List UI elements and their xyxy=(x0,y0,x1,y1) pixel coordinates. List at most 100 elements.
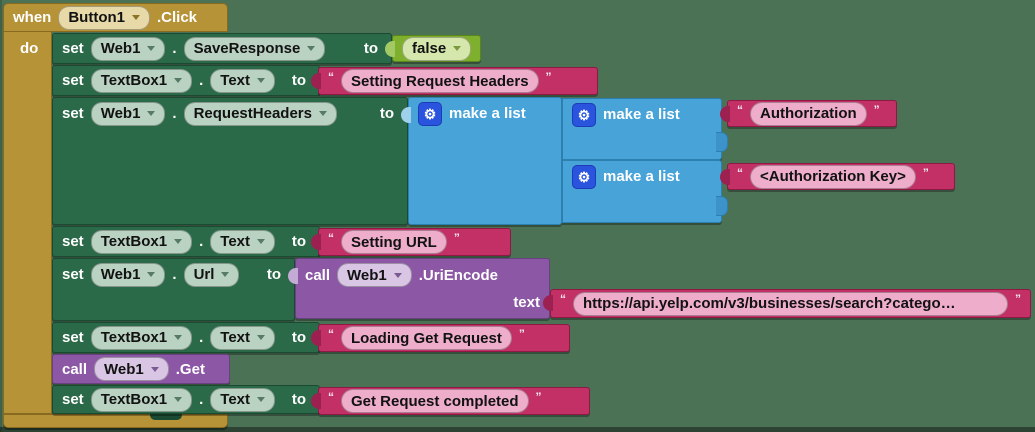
dropdown-arrow-icon xyxy=(147,272,156,277)
dropdown-arrow-icon xyxy=(132,15,140,20)
set-keyword: set xyxy=(62,72,84,89)
gear-icon[interactable]: ⚙ xyxy=(572,164,596,189)
dropdown-arrow-icon xyxy=(307,46,316,51)
gear-icon[interactable]: ⚙ xyxy=(418,101,442,126)
event-component-dropdown[interactable]: Button1 xyxy=(58,5,150,30)
property-dropdown[interactable]: Url xyxy=(183,262,240,287)
dot-separator: . xyxy=(172,105,177,122)
property-dropdown[interactable]: SaveResponse xyxy=(183,36,326,61)
do-keyword: do xyxy=(20,40,39,57)
call-keyword: call xyxy=(62,360,88,378)
when-event-header[interactable]: when Button1 .Click xyxy=(3,3,228,32)
component-dropdown[interactable]: TextBox1 xyxy=(90,68,193,93)
property-dropdown[interactable]: Text xyxy=(210,387,276,412)
dropdown-arrow-icon xyxy=(174,335,183,340)
text-string-block-authorization[interactable]: “ Authorization ” xyxy=(720,100,897,127)
component-name: TextBox1 xyxy=(100,391,168,408)
dropdown-arrow-icon xyxy=(174,78,183,83)
dot-separator: . xyxy=(199,391,204,408)
property-dropdown[interactable]: Text xyxy=(210,229,276,254)
set-textbox1-text-block-1[interactable]: set TextBox1 . Text to xyxy=(52,65,320,96)
false-logic-block[interactable]: false xyxy=(384,35,482,62)
component-dropdown[interactable]: Web1 xyxy=(337,263,412,287)
component-dropdown[interactable]: TextBox1 xyxy=(90,229,193,254)
string-field[interactable]: https://api.yelp.com/v3/businesses/searc… xyxy=(573,291,1008,316)
open-quote: “ xyxy=(737,103,743,117)
component-dropdown[interactable]: TextBox1 xyxy=(90,325,193,350)
to-keyword: to xyxy=(291,391,306,408)
to-keyword: to xyxy=(291,329,306,346)
set-textbox1-text-block-2[interactable]: set TextBox1 . Text to xyxy=(52,226,320,257)
set-keyword: set xyxy=(62,233,84,250)
dropdown-arrow-icon xyxy=(318,111,327,116)
empty-socket-knob xyxy=(716,196,728,216)
text-string-block-completed[interactable]: “ Get Request completed ” xyxy=(311,387,590,415)
dropdown-arrow-icon xyxy=(174,397,183,402)
component-dropdown[interactable]: Web1 xyxy=(90,36,166,61)
property-dropdown[interactable]: Text xyxy=(210,68,276,93)
dot-separator: . xyxy=(172,266,177,283)
call-web1-get-block[interactable]: call Web1 .Get xyxy=(52,354,230,384)
text-string-block-headers[interactable]: “ Setting Request Headers ” xyxy=(311,67,598,95)
open-quote: “ xyxy=(328,231,334,245)
string-field[interactable]: Loading Get Request xyxy=(341,326,512,350)
dropdown-arrow-icon xyxy=(393,272,402,278)
dropdown-arrow-icon xyxy=(174,239,183,244)
make-a-list-inner-block-1[interactable]: ⚙ make a list xyxy=(562,98,722,160)
set-keyword: set xyxy=(62,40,84,57)
dot-separator: . xyxy=(172,40,177,57)
gear-icon[interactable]: ⚙ xyxy=(572,102,596,127)
open-quote: “ xyxy=(328,327,334,341)
string-field[interactable]: <Authorization Key> xyxy=(750,164,916,189)
set-textbox1-text-block-3[interactable]: set TextBox1 . Text to xyxy=(52,322,320,353)
open-quote: “ xyxy=(560,292,566,306)
property-dropdown[interactable]: RequestHeaders xyxy=(183,101,337,126)
set-web1-saveresponse-block[interactable]: set Web1 . SaveResponse to xyxy=(52,33,392,64)
set-web1-url-block[interactable]: set Web1 . Url to xyxy=(52,258,295,321)
component-name: Web1 xyxy=(100,40,141,57)
component-dropdown[interactable]: TextBox1 xyxy=(90,387,193,412)
component-dropdown[interactable]: Web1 xyxy=(90,101,166,126)
logic-value: false xyxy=(412,40,447,57)
when-bottom-bar xyxy=(3,414,228,428)
component-dropdown[interactable]: Web1 xyxy=(94,357,169,381)
dropdown-arrow-icon xyxy=(147,46,156,51)
string-field[interactable]: Setting URL xyxy=(341,230,447,254)
property-name: Url xyxy=(193,266,215,283)
property-dropdown[interactable]: Text xyxy=(210,325,276,350)
text-string-block-loading[interactable]: “ Loading Get Request ” xyxy=(311,324,570,352)
text-string-block-auth-key[interactable]: “ <Authorization Key> ” xyxy=(720,163,955,190)
when-do-column[interactable]: do xyxy=(3,32,52,414)
set-keyword: set xyxy=(62,329,84,346)
property-name: Text xyxy=(220,233,251,250)
component-dropdown[interactable]: Web1 xyxy=(90,262,166,287)
close-quote: ” xyxy=(922,166,929,180)
text-string-block-url[interactable]: “ https://api.yelp.com/v3/businesses/sea… xyxy=(543,289,1031,318)
text-string-block-setting-url[interactable]: “ Setting URL ” xyxy=(311,228,511,256)
call-keyword: call xyxy=(305,266,331,284)
to-keyword: to xyxy=(363,40,378,57)
logic-value-dropdown[interactable]: false xyxy=(402,36,472,61)
open-quote: “ xyxy=(328,390,334,404)
next-connector-notch xyxy=(150,414,182,420)
make-a-list-outer-block[interactable]: ⚙ make a list xyxy=(401,97,562,225)
dot-separator: . xyxy=(199,72,204,89)
empty-socket-knob xyxy=(716,132,728,152)
dropdown-arrow-icon xyxy=(453,46,462,51)
component-name: Web1 xyxy=(100,105,141,122)
param-label: text xyxy=(513,294,540,311)
string-field[interactable]: Get Request completed xyxy=(341,389,529,413)
make-a-list-label: make a list xyxy=(603,168,680,185)
dropdown-arrow-icon xyxy=(257,335,266,340)
set-web1-requestheaders-block[interactable]: set Web1 . RequestHeaders to xyxy=(52,97,408,225)
to-keyword: to xyxy=(291,233,306,250)
close-quote: ” xyxy=(873,103,880,117)
string-field[interactable]: Authorization xyxy=(750,101,867,126)
set-textbox1-text-block-4[interactable]: set TextBox1 . Text to xyxy=(52,385,320,414)
call-web1-uriencode-block[interactable]: call Web1 .UriEncode text xyxy=(288,258,550,319)
make-a-list-label: make a list xyxy=(449,105,526,122)
make-a-list-inner-block-2[interactable]: ⚙ make a list xyxy=(562,160,722,223)
string-field[interactable]: Setting Request Headers xyxy=(341,69,539,93)
close-quote: ” xyxy=(453,231,460,245)
